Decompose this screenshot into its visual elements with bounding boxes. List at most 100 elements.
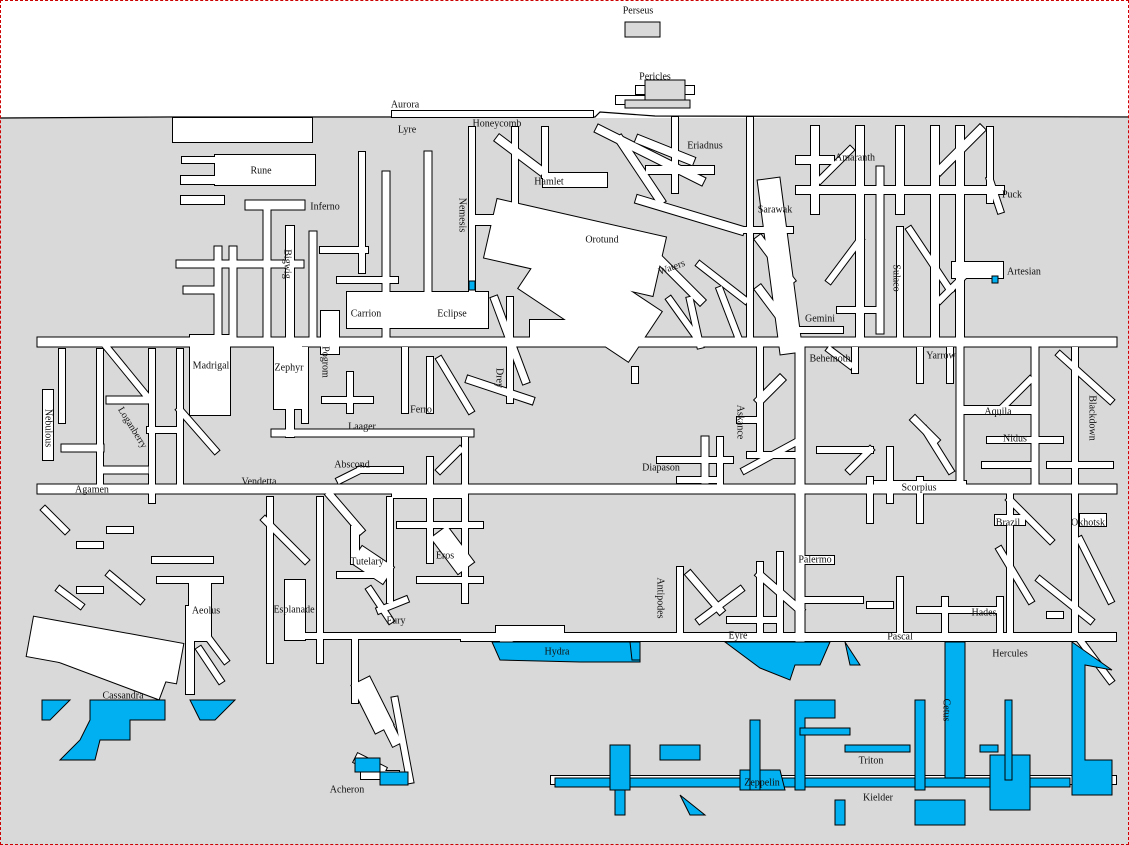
water-body <box>914 699 926 791</box>
passage <box>175 405 220 455</box>
passage <box>376 596 409 614</box>
passage <box>373 703 402 747</box>
passage <box>755 570 805 615</box>
passage <box>635 195 745 235</box>
area-label-hydra: Hydra <box>545 646 571 657</box>
area-label-hercules: Hercules <box>992 648 1028 659</box>
passage <box>995 545 1035 605</box>
area-label-palermo: Palermo <box>798 554 831 565</box>
passage <box>105 570 145 605</box>
passage <box>845 445 875 475</box>
area-label-esplanade: Esplanade <box>273 604 315 615</box>
passage <box>365 585 395 625</box>
area-label-behemoth: Behemoth <box>809 353 850 364</box>
area-label-sulaco: Sulaco <box>891 264 902 291</box>
passage <box>1005 495 1055 545</box>
area-label-brazil: Brazil <box>996 517 1021 528</box>
area-label-antipodes: Antipodes <box>655 577 666 618</box>
passage <box>905 225 955 295</box>
area-label-tutelary: Tutelary <box>350 556 384 567</box>
passage <box>934 124 986 176</box>
passage <box>695 585 745 625</box>
passage <box>634 134 696 166</box>
water-body <box>1071 641 1113 796</box>
area-label-bigwig: Bigwig <box>282 249 293 278</box>
passage <box>435 445 465 475</box>
area-label-agamen: Agamen <box>75 484 109 495</box>
passage <box>431 526 474 574</box>
passage <box>654 254 706 306</box>
area-label-cetus: Cetus <box>941 699 952 722</box>
water-body <box>794 699 836 791</box>
water-body <box>914 799 966 826</box>
area-label-carrion: Carrion <box>351 308 382 319</box>
water-body <box>679 794 707 816</box>
area-label-zephyr: Zephyr <box>275 362 305 373</box>
water-body <box>659 744 701 761</box>
passage <box>494 134 546 176</box>
water-body <box>41 699 72 721</box>
area-label-scorpius: Scorpius <box>902 482 937 493</box>
area-label-nebulous: Nebulous <box>43 409 54 447</box>
area-label-inferno: Inferno <box>310 201 339 212</box>
passage <box>754 284 796 336</box>
passage <box>1055 350 1115 405</box>
water-body <box>844 641 861 666</box>
surface-feature <box>624 21 661 38</box>
passage <box>260 515 310 565</box>
passage <box>484 199 666 296</box>
passage <box>351 546 394 584</box>
water-body <box>991 275 999 284</box>
passage <box>325 490 365 535</box>
water-body <box>844 744 911 753</box>
area-label-laager: Laager <box>348 421 376 432</box>
passage <box>685 570 725 615</box>
area-label-yarrow: Yarrow <box>926 350 956 361</box>
area-label-perseus: Perseus <box>623 5 654 16</box>
water-body <box>1004 699 1013 781</box>
area-label-fury: Fury <box>387 615 406 626</box>
water-body <box>629 641 641 661</box>
water-body <box>468 280 476 291</box>
passages-layer <box>25 21 1118 785</box>
passage <box>815 145 855 185</box>
area-label-ferro: Ferro <box>410 404 432 415</box>
area-label-eclipse: Eclipse <box>437 308 467 319</box>
area-label-amaranth: Amaranth <box>835 152 875 163</box>
passage <box>1035 575 1095 625</box>
area-label-honeycomb: Honeycomb <box>473 118 522 129</box>
water-body <box>979 744 999 753</box>
water-body <box>834 799 846 826</box>
water-body <box>609 744 631 791</box>
area-label-orotund: Orotund <box>585 234 618 245</box>
area-label-cassandra: Cassandra <box>102 690 144 701</box>
area-label-nemesis: Nemesis <box>457 198 468 233</box>
water-body <box>989 754 1031 811</box>
area-label-acheron: Acheron <box>330 784 364 795</box>
passage <box>40 505 70 535</box>
area-label-zeppelin: Zeppelin <box>744 777 780 788</box>
area-label-pascal: Pascal <box>887 631 913 642</box>
area-label-artesian: Artesian <box>1007 266 1041 277</box>
area-label-okhotsk: Okhotsk <box>1071 517 1105 528</box>
passage <box>518 238 662 362</box>
passage <box>716 286 744 346</box>
area-label-aurora: Aurora <box>391 99 420 110</box>
area-label-pogrom: Pogrom <box>320 346 331 378</box>
area-label-hamlet: Hamlet <box>534 176 564 187</box>
passage <box>391 696 414 784</box>
passage <box>465 375 535 405</box>
passage <box>195 645 225 685</box>
passage <box>435 355 475 415</box>
passage <box>825 235 865 285</box>
water-body <box>379 771 409 786</box>
area-label-kielder: Kielder <box>863 792 894 803</box>
water-body <box>491 641 641 663</box>
area-label-vendetta: Vendetta <box>242 476 278 487</box>
passage <box>920 425 955 475</box>
water-body <box>189 699 237 721</box>
area-label-aquila: Aquila <box>984 406 1012 417</box>
passage <box>335 465 365 485</box>
water-body <box>749 719 761 791</box>
area-label-nidus: Nidus <box>1003 433 1027 444</box>
